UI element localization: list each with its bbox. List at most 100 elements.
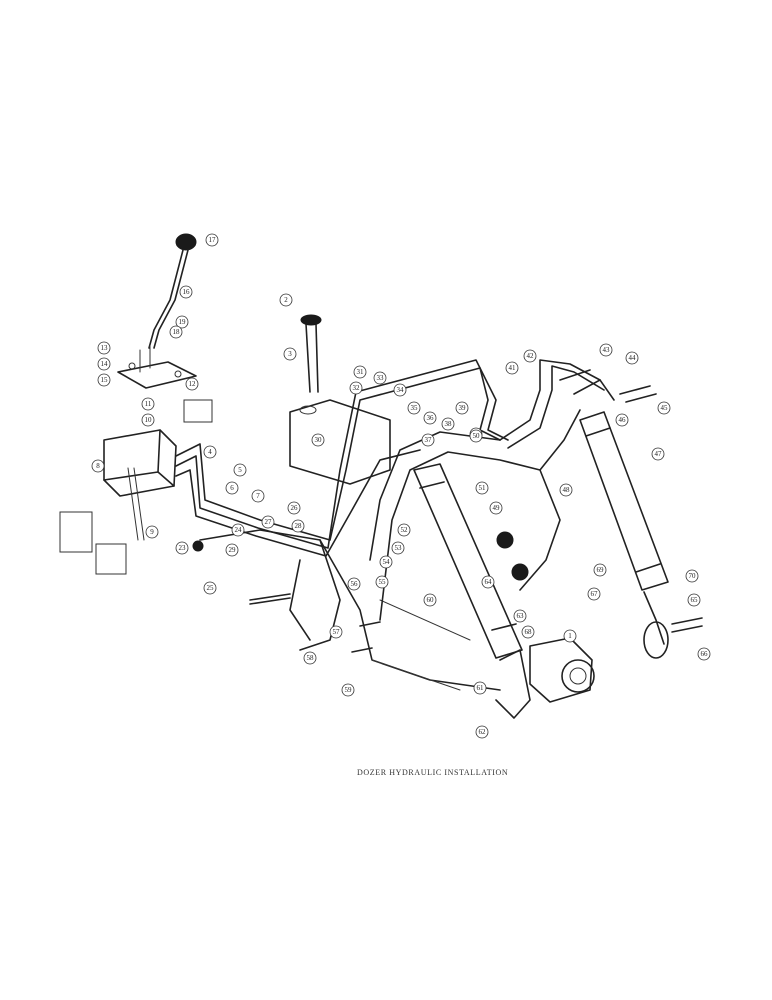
- control-valve: [59, 399, 213, 575]
- svg-text:18: 18: [173, 328, 181, 336]
- svg-text:48: 48: [563, 486, 571, 494]
- svg-text:46: 46: [619, 416, 627, 424]
- part-callout-17: 17: [205, 233, 219, 247]
- dozer-arm: [369, 409, 581, 621]
- svg-text:17: 17: [209, 236, 217, 244]
- part-callout-62: 62: [475, 725, 489, 739]
- svg-text:9: 9: [150, 528, 154, 536]
- part-callout-65: 65: [687, 593, 701, 607]
- svg-text:62: 62: [479, 728, 487, 736]
- part-callout-45: 45: [657, 401, 671, 415]
- svg-text:65: 65: [691, 596, 699, 604]
- part-callout-56: 56: [347, 577, 361, 591]
- part-callout-66: 66: [697, 647, 711, 661]
- part-callout-48: 48: [559, 483, 573, 497]
- part-callout-42: 42: [523, 349, 537, 363]
- part-callout-18: 18: [169, 325, 183, 339]
- part-callout-55: 55: [375, 575, 389, 589]
- left-lift-cylinder: [413, 463, 523, 659]
- part-callout-43: 43: [599, 343, 613, 357]
- part-callout-33: 33: [373, 371, 387, 385]
- part-callout-7: 7: [251, 489, 265, 503]
- svg-text:38: 38: [445, 420, 453, 428]
- part-callout-47: 47: [651, 447, 665, 461]
- svg-text:57: 57: [333, 628, 341, 636]
- svg-text:51: 51: [479, 484, 487, 492]
- part-callout-31: 31: [353, 365, 367, 379]
- svg-text:59: 59: [345, 686, 353, 694]
- svg-text:47: 47: [655, 450, 663, 458]
- svg-text:66: 66: [701, 650, 709, 658]
- svg-text:64: 64: [485, 578, 493, 586]
- svg-text:28: 28: [295, 522, 303, 530]
- svg-text:41: 41: [509, 364, 517, 372]
- svg-text:36: 36: [427, 414, 435, 422]
- part-callout-61: 61: [473, 681, 487, 695]
- part-callout-30: 30: [311, 433, 325, 447]
- part-callout-8: 8: [91, 459, 105, 473]
- svg-text:27: 27: [265, 518, 273, 526]
- svg-text:61: 61: [477, 684, 485, 692]
- part-callout-67: 67: [587, 587, 601, 601]
- part-callout-63: 63: [513, 609, 527, 623]
- svg-text:33: 33: [377, 374, 385, 382]
- svg-text:67: 67: [591, 590, 599, 598]
- part-callout-10: 10: [141, 413, 155, 427]
- svg-text:37: 37: [425, 436, 433, 444]
- part-callout-37: 37: [421, 433, 435, 447]
- part-callout-12: 12: [185, 377, 199, 391]
- svg-text:8: 8: [96, 462, 100, 470]
- part-callout-53: 53: [391, 541, 405, 555]
- svg-text:12: 12: [189, 380, 197, 388]
- svg-text:13: 13: [101, 344, 109, 352]
- part-callout-38: 38: [441, 417, 455, 431]
- svg-text:55: 55: [379, 578, 387, 586]
- svg-text:16: 16: [183, 288, 191, 296]
- svg-text:4: 4: [208, 448, 212, 456]
- svg-text:50: 50: [473, 432, 481, 440]
- part-callout-15: 15: [97, 373, 111, 387]
- part-callout-27: 27: [261, 515, 275, 529]
- svg-text:23: 23: [179, 544, 187, 552]
- svg-text:26: 26: [291, 504, 299, 512]
- part-callout-51: 51: [475, 481, 489, 495]
- svg-text:43: 43: [603, 346, 611, 354]
- diagram-caption: DOZER HYDRAULIC INSTALLATION: [357, 768, 509, 777]
- part-callout-58: 58: [303, 651, 317, 665]
- svg-text:35: 35: [411, 404, 419, 412]
- part-callout-50: 50: [469, 429, 483, 443]
- svg-text:49: 49: [493, 504, 501, 512]
- part-callout-2: 2: [279, 293, 293, 307]
- svg-text:70: 70: [689, 572, 697, 580]
- part-callout-52: 52: [397, 523, 411, 537]
- part-callout-9: 9: [145, 525, 159, 539]
- svg-text:15: 15: [101, 376, 109, 384]
- part-callout-69: 69: [593, 563, 607, 577]
- svg-text:63: 63: [517, 612, 525, 620]
- part-callout-39: 39: [455, 401, 469, 415]
- svg-text:19: 19: [179, 318, 187, 326]
- part-callout-4: 4: [203, 445, 217, 459]
- svg-text:6: 6: [230, 484, 234, 492]
- fasteners: [192, 385, 703, 653]
- part-callout-60: 60: [423, 593, 437, 607]
- svg-text:10: 10: [145, 416, 153, 424]
- part-callout-70: 70: [685, 569, 699, 583]
- svg-text:39: 39: [459, 404, 467, 412]
- svg-text:5: 5: [238, 466, 242, 474]
- svg-text:60: 60: [427, 596, 435, 604]
- svg-text:56: 56: [351, 580, 359, 588]
- part-callout-57: 57: [329, 625, 343, 639]
- part-callout-64: 64: [481, 575, 495, 589]
- part-callout-5: 5: [233, 463, 247, 477]
- part-callout-29: 29: [225, 543, 239, 557]
- svg-text:2: 2: [284, 296, 288, 304]
- part-callout-49: 49: [489, 501, 503, 515]
- svg-text:42: 42: [527, 352, 535, 360]
- mounting-frame: [199, 529, 501, 691]
- svg-text:44: 44: [629, 354, 637, 362]
- svg-text:1: 1: [568, 632, 572, 640]
- part-callout-41: 41: [505, 361, 519, 375]
- part-callout-26: 26: [287, 501, 301, 515]
